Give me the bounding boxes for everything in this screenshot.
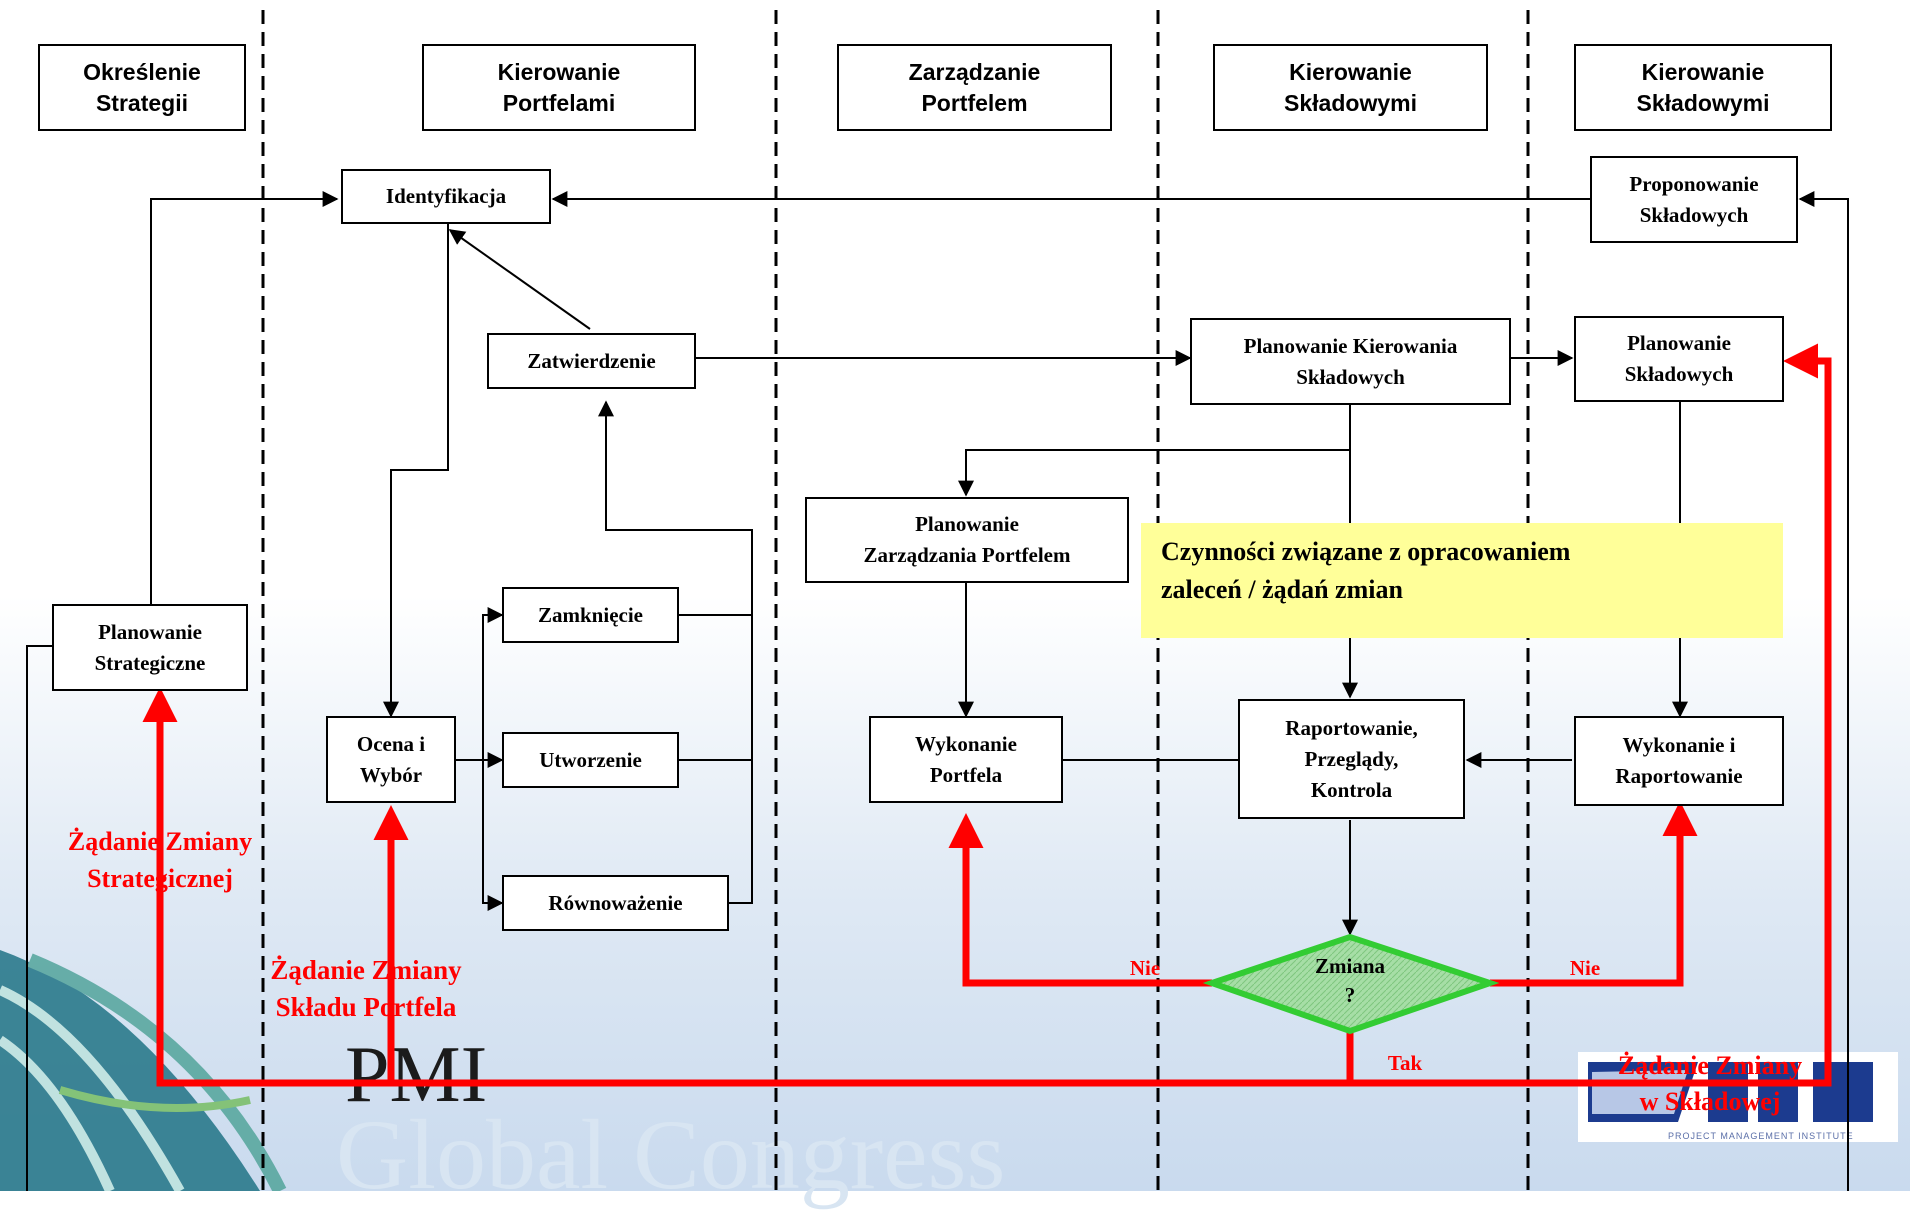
pmi-badge-subtitle: PROJECT MANAGEMENT INSTITUTE bbox=[1668, 1131, 1854, 1141]
node-proponowanie-skladowych: Proponowanie Składowych bbox=[1590, 156, 1798, 243]
header-zarzadzanie-portfelem: Zarządzanie Portfelem bbox=[837, 44, 1112, 131]
node-planowanie-zarzadzania-portfelem: Planowanie Zarządzania Portfelem bbox=[805, 497, 1129, 583]
node-identyfikacja: Identyfikacja bbox=[341, 169, 551, 224]
node-planowanie-strategiczne: Planowanie Strategiczne bbox=[52, 604, 248, 691]
node-ocena-i-wybor: Ocena i Wybór bbox=[326, 716, 456, 803]
node-raportowanie-przeglady-kontrola: Raportowanie, Przeglądy, Kontrola bbox=[1238, 699, 1465, 819]
node-planowanie-kierowania-skladowych: Planowanie Kierowania Składowych bbox=[1190, 318, 1511, 405]
decision-zmiana-label: Zmiana ? bbox=[1314, 954, 1385, 1007]
label-zadanie-zmiany-strategicznej: Żądanie Zmiany Strategicznej bbox=[67, 827, 253, 893]
node-zatwierdzenie: Zatwierdzenie bbox=[487, 333, 696, 389]
flow-arrows bbox=[26, 191, 1849, 1191]
header-okreslenie-strategii: Określenie Strategii bbox=[38, 44, 246, 131]
pmi-logo-text: PMI bbox=[345, 1031, 488, 1119]
node-zamkniecie: Zamknięcie bbox=[502, 587, 679, 643]
change-request-flows bbox=[142, 343, 1832, 1087]
node-rownowazenie: Równoważenie bbox=[502, 875, 729, 931]
global-congress-logo-text: Global Congress bbox=[336, 1099, 1006, 1210]
decision-diamond bbox=[1202, 933, 1500, 1035]
header-kierowanie-portfelami: Kierowanie Portfelami bbox=[422, 44, 696, 131]
note-czynnosci: Czynności związane z opracowaniem zalece… bbox=[1141, 523, 1783, 638]
node-wykonanie-i-raportowanie: Wykonanie i Raportowanie bbox=[1574, 716, 1784, 806]
pmi-badge-logo bbox=[1578, 1052, 1898, 1142]
header-kierowanie-skladowymi-2: Kierowanie Składowymi bbox=[1574, 44, 1832, 131]
label-nie-right: Nie bbox=[1569, 956, 1601, 980]
globe-decoration bbox=[0, 950, 287, 1191]
label-nie-left: Nie bbox=[1129, 956, 1161, 980]
node-utworzenie: Utworzenie bbox=[502, 732, 679, 788]
node-wykonanie-portfela: Wykonanie Portfela bbox=[869, 716, 1063, 803]
label-zadanie-zmiany-w-skladowej: Żądanie Zmiany w Składowej bbox=[1617, 1051, 1803, 1116]
label-zadanie-zmiany-skladu-portfela: Żądanie Zmiany Składu Portfela bbox=[270, 955, 462, 1022]
node-planowanie-skladowych: Planowanie Składowych bbox=[1574, 316, 1784, 402]
header-kierowanie-skladowymi-1: Kierowanie Składowymi bbox=[1213, 44, 1488, 131]
label-tak: Tak bbox=[1387, 1051, 1423, 1075]
